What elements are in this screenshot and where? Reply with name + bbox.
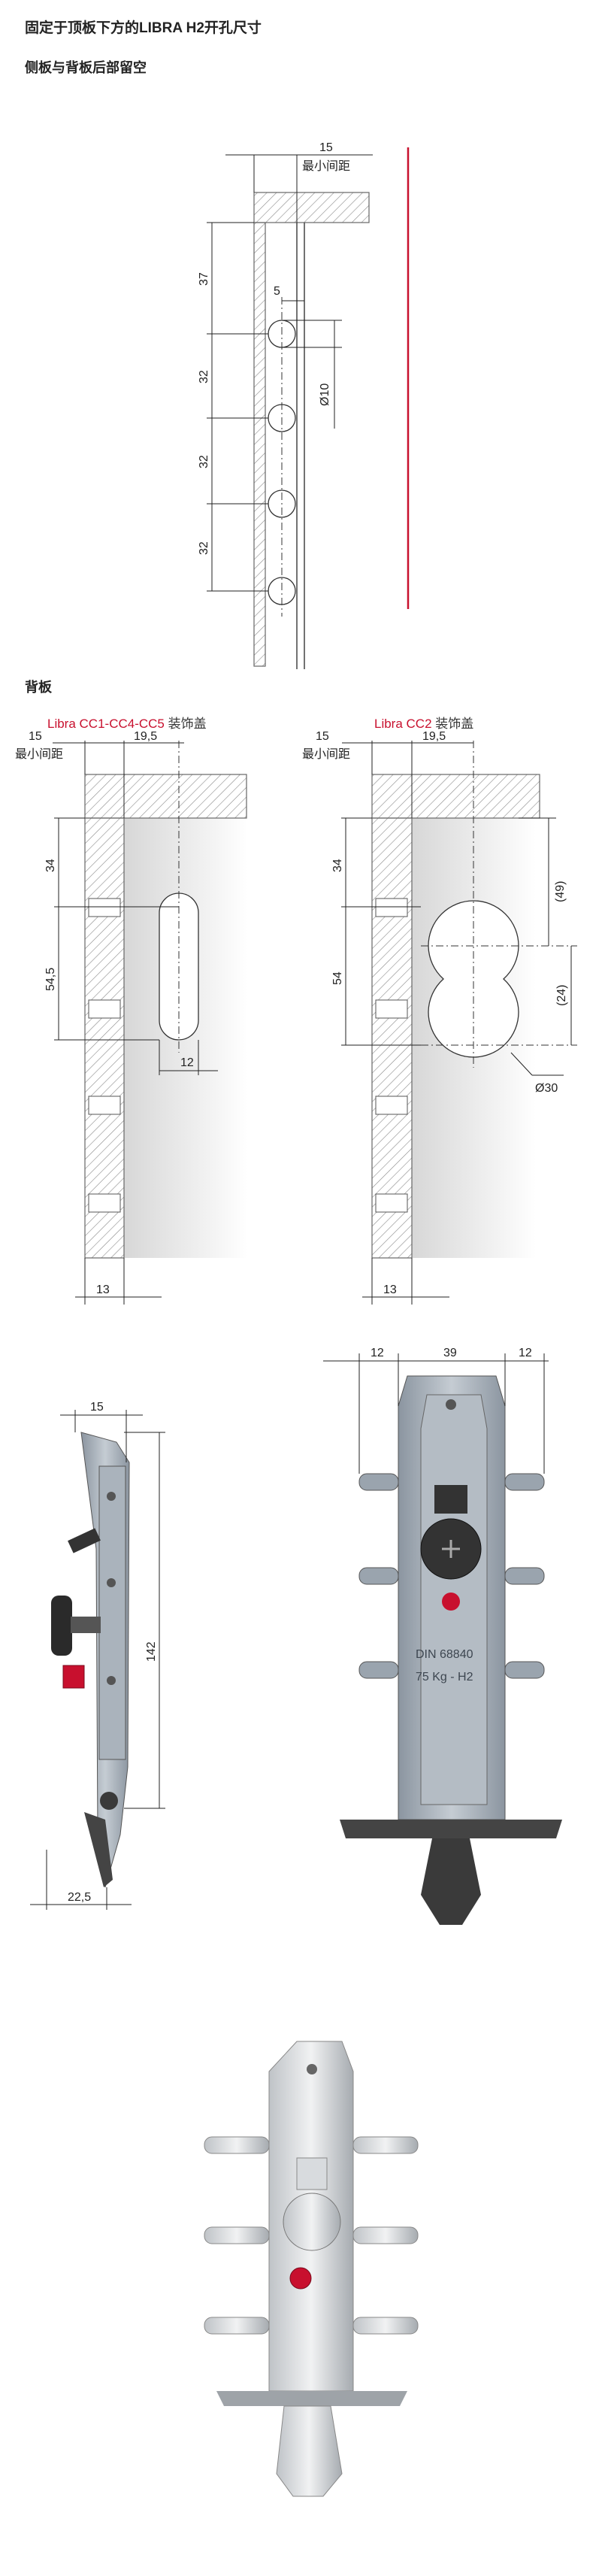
dim-v-32b: 32 (198, 455, 210, 468)
variant-left-name: Libra CC1-CC4-CC5 (47, 717, 165, 731)
dim-front-39: 39 (443, 1347, 457, 1359)
product-side-view: 15 142 22,5 (30, 1401, 165, 1910)
section-title-back-panel: 背板 (25, 680, 52, 695)
dim-v-54-5: 54,5 (44, 968, 57, 991)
dim-hole-diameter: Ø10 (319, 383, 331, 406)
variant-label-right: Libra CC2 装饰盖 (374, 713, 473, 732)
dim-min-note-left: 最小间距 (15, 747, 63, 761)
dim-v-32c: 32 (198, 541, 210, 555)
dim-v-34-left: 34 (44, 859, 57, 872)
top-panel-hatch (253, 192, 370, 223)
dim-depth-19-5-left: 19,5 (134, 730, 157, 743)
dim-top-15: 15 (319, 141, 333, 154)
dim-min-15-right: 15 (316, 730, 329, 743)
dim-side-height-142: 142 (145, 1641, 158, 1662)
dim-slot-12: 12 (180, 1056, 194, 1069)
diagram-back-cc2: 19,5 15 最小间距 34 54 (49) (24) Ø30 13 (302, 730, 577, 1305)
dim-bottom-13-left: 13 (96, 1283, 110, 1296)
dim-v-34-right: 34 (331, 859, 344, 872)
dim-depth-19-5-right: 19,5 (422, 730, 446, 743)
dim-side-bottom-22-5: 22,5 (68, 1891, 91, 1904)
diagram-side-panel: 15 最小间距 5 Ø10 37 32 32 32 (198, 141, 410, 669)
dim-top-note: 最小间距 (302, 159, 350, 173)
dim-r-24: (24) (555, 985, 568, 1006)
variant-right-suffix: 装饰盖 (431, 717, 474, 731)
dim-side-top-15: 15 (90, 1401, 104, 1414)
dim-v-37: 37 (198, 272, 210, 286)
product-photo (204, 2041, 419, 2497)
variant-label-left: Libra CC1-CC4-CC5 装饰盖 (47, 713, 207, 732)
dim-front-12-left: 12 (371, 1347, 384, 1359)
plate-din-label: DIN 68840 (416, 1648, 473, 1661)
dim-offset-5: 5 (274, 285, 280, 298)
dim-dia-30: Ø30 (535, 1082, 558, 1095)
variant-left-suffix: 装饰盖 (164, 717, 207, 731)
dim-r-49: (49) (554, 881, 567, 902)
diagram-back-cc1: 19,5 15 最小间距 34 54,5 12 13 (15, 730, 248, 1305)
dim-min-note-right: 最小间距 (302, 747, 350, 761)
product-front-view: DIN 68840 75 Kg - H2 12 39 12 (323, 1347, 562, 1925)
variant-right-name: Libra CC2 (374, 717, 432, 731)
dim-bottom-13-right: 13 (383, 1283, 397, 1296)
page-subtitle: 侧板与背板后部留空 (25, 60, 147, 75)
plate-load-label: 75 Kg - H2 (416, 1671, 473, 1683)
dim-min-15-left: 15 (29, 730, 42, 743)
page-title: 固定于顶板下方的LIBRA H2开孔尺寸 (25, 20, 262, 36)
dim-v-32a: 32 (198, 370, 210, 383)
side-panel-hatch (253, 222, 266, 667)
dim-front-12-right: 12 (519, 1347, 532, 1359)
dim-v-54: 54 (331, 971, 344, 985)
